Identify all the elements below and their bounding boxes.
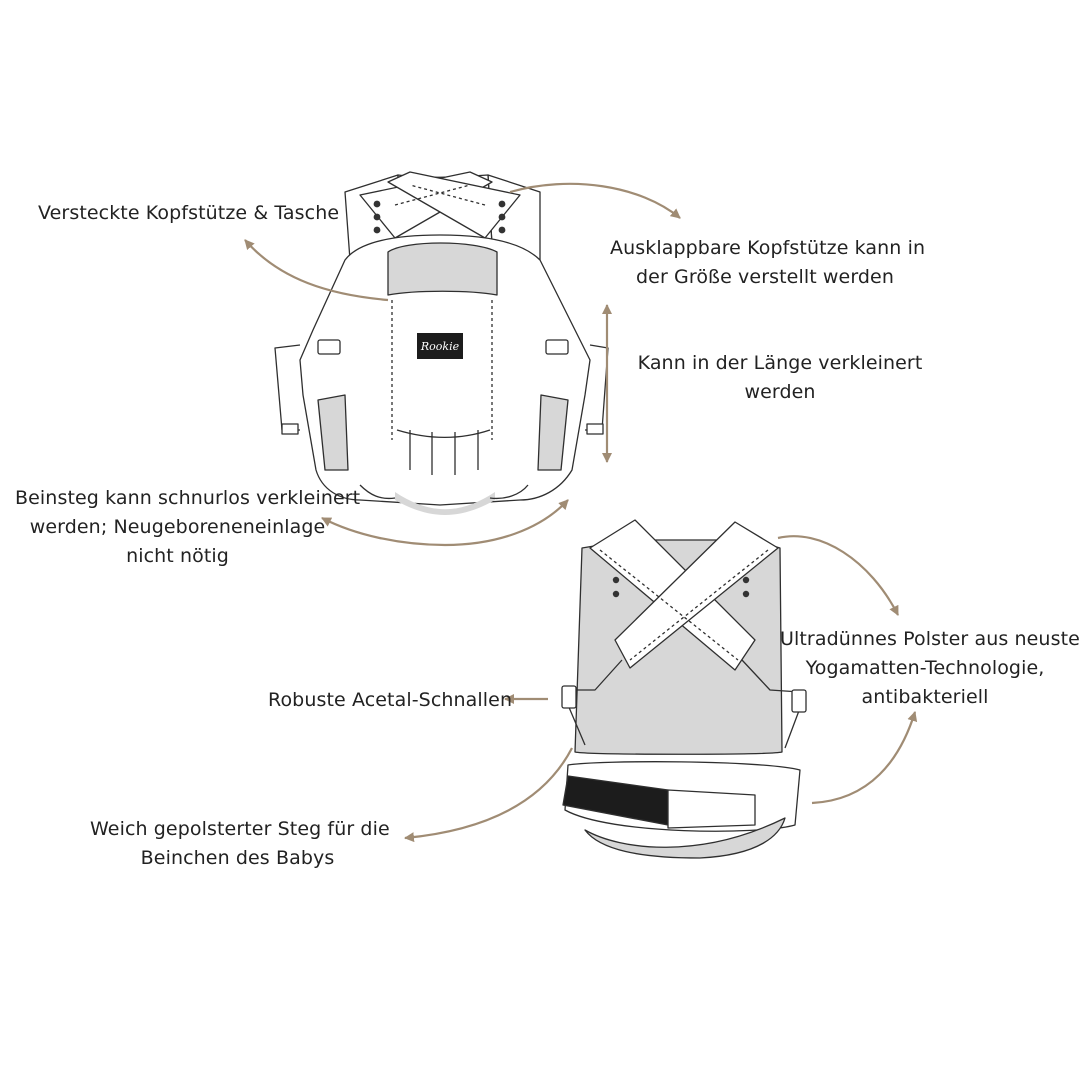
label-padding-line-1: Ultradünnes Polster aus neuster <box>780 628 1080 650</box>
arrow-leg-bridge <box>404 747 573 843</box>
arrow-padding-top <box>777 535 899 616</box>
label-buckles: Robuste Acetal-Schnallen <box>268 686 512 715</box>
label-padding-line-3: antibakteriell <box>861 686 989 708</box>
arrow-foldout-headrest <box>509 182 681 219</box>
label-foldout-headrest: Ausklappbare Kopfstütze kann in der Größ… <box>610 234 926 292</box>
label-hidden-headrest-line-1: Versteckte Kopfstütze & Tasche <box>38 202 340 224</box>
label-seat-line-2: werden; Neugeboreneneinlage <box>29 516 326 538</box>
label-leg-bridge-line-1: Weich gepolsterter Steg für die <box>90 818 390 840</box>
label-seat-line-3: nicht nötig <box>126 545 229 567</box>
arrow-seat-right <box>444 499 569 547</box>
brand-label-patch <box>417 333 463 359</box>
label-padding: Ultradünnes Polster aus neuster Yogamatt… <box>780 625 1080 712</box>
arrow-hidden-headrest <box>244 239 389 302</box>
arrow-padding-bottom <box>811 711 918 805</box>
label-seat: Beinsteg kann schnurlos verkleinert werd… <box>15 484 361 571</box>
label-foldout-headrest-line-2: der Größe verstellt werden <box>636 266 894 288</box>
label-length-line-2: werden <box>744 381 816 403</box>
label-seat-line-1: Beinsteg kann schnurlos verkleinert <box>15 487 361 509</box>
carrier-back-view <box>561 519 807 859</box>
label-hidden-headrest: Versteckte Kopfstütze & Tasche <box>38 199 339 228</box>
annotation-arrows <box>244 182 918 843</box>
arrow-seat-left <box>321 517 446 547</box>
label-length-line-1: Kann in der Länge verkleinert <box>637 352 923 374</box>
label-foldout-headrest-line-1: Ausklappbare Kopfstütze kann in <box>610 237 926 259</box>
label-leg-bridge-line-2: Beinchen des Babys <box>140 847 335 869</box>
label-padding-line-2: Yogamatten-Technologie, <box>805 657 1045 679</box>
brand-label-text: Rookie <box>420 340 460 353</box>
label-leg-bridge: Weich gepolsterter Steg für die Beinchen… <box>90 815 390 873</box>
label-length: Kann in der Länge verkleinert werden <box>635 349 925 407</box>
carrier-front-view <box>274 171 609 515</box>
label-buckles-line-1: Robuste Acetal-Schnallen <box>268 689 513 711</box>
